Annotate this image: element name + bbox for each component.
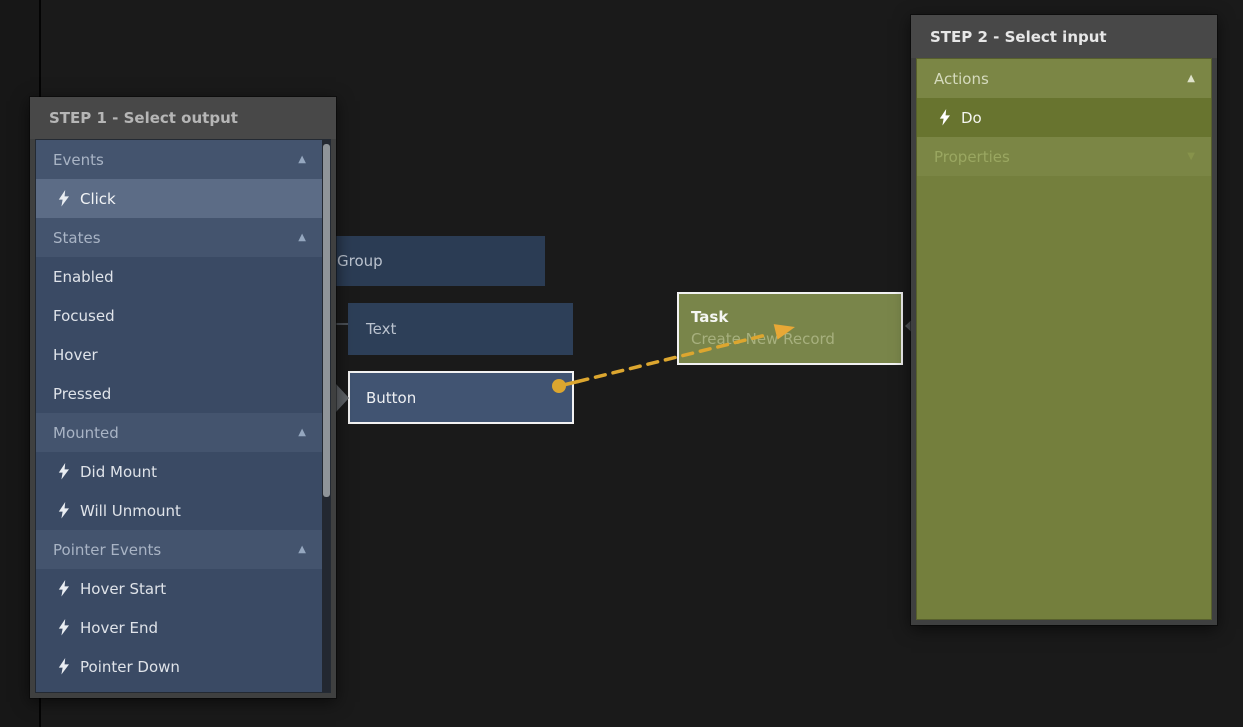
step1-row-label: Click	[80, 189, 116, 208]
chevron-up-icon: ▲	[298, 231, 306, 243]
step2-row-label: Actions	[934, 69, 989, 88]
step1-item-did-mount[interactable]: Did Mount	[36, 452, 322, 491]
step1-row-label: Did Mount	[80, 462, 158, 481]
step2-section-properties[interactable]: Properties ▼	[917, 137, 1211, 176]
tree-connector-dash	[333, 323, 348, 325]
node-task[interactable]: Task Create New Record	[677, 292, 903, 365]
step1-row-label: Hover	[53, 345, 98, 364]
step2-section-actions[interactable]: Actions ▲	[917, 59, 1211, 98]
node-text[interactable]: Text	[348, 303, 573, 355]
lightning-bolt-icon	[939, 109, 950, 126]
step2-panel-title: STEP 2 - Select input	[911, 15, 1217, 58]
chevron-up-icon: ▲	[1187, 72, 1195, 84]
step1-panel-title: STEP 1 - Select output	[30, 97, 336, 139]
node-task-subtitle: Create New Record	[691, 329, 835, 348]
step2-item-do[interactable]: Do	[917, 98, 1211, 137]
node-button-label: Button	[366, 388, 417, 407]
step1-item-hover-start[interactable]: Hover Start	[36, 569, 322, 608]
lightning-bolt-icon	[58, 502, 69, 519]
chevron-up-icon: ▲	[298, 426, 306, 438]
step1-item-pressed[interactable]: Pressed	[36, 374, 322, 413]
step1-item-click[interactable]: Click	[36, 179, 322, 218]
step1-row-label: Focused	[53, 306, 115, 325]
panel-pointer-to-button-icon	[336, 384, 349, 412]
chevron-down-icon: ▼	[1187, 150, 1195, 162]
step1-row-label: Pointer Events	[53, 540, 162, 559]
lightning-bolt-icon	[58, 190, 69, 207]
step1-row-label: Pressed	[53, 384, 112, 403]
step1-row-label: Hover End	[80, 618, 159, 637]
step1-section-pointer-events[interactable]: Pointer Events ▲	[36, 530, 322, 569]
node-button[interactable]: Button	[348, 371, 574, 424]
lightning-bolt-icon	[58, 463, 69, 480]
step1-row-label: Hover Start	[80, 579, 167, 598]
step1-section-states[interactable]: States ▲	[36, 218, 322, 257]
step1-item-pointer-down[interactable]: Pointer Down	[36, 647, 322, 686]
node-text-label: Text	[366, 320, 397, 338]
chevron-up-icon: ▲	[298, 153, 306, 165]
step1-item-will-unmount[interactable]: Will Unmount	[36, 491, 322, 530]
step1-section-events[interactable]: Events ▲	[36, 140, 322, 179]
step1-item-focused[interactable]: Focused	[36, 296, 322, 335]
step1-section-mounted[interactable]: Mounted ▲	[36, 413, 322, 452]
lightning-bolt-icon	[58, 580, 69, 597]
lightning-bolt-icon	[58, 658, 69, 675]
step1-row-label: Enabled	[53, 267, 114, 286]
step1-item-hover[interactable]: Hover	[36, 335, 322, 374]
step1-row-label: Will Unmount	[80, 501, 181, 520]
step1-scrollbar-thumb[interactable]	[322, 144, 330, 497]
step1-row-label: Pointer Down	[80, 657, 180, 676]
step2-row-label: Do	[961, 108, 982, 127]
chevron-up-icon: ▲	[298, 543, 306, 555]
node-group-label: Group	[337, 252, 383, 270]
step2-row-label: Properties	[934, 147, 1010, 166]
node-task-title: Task	[691, 307, 729, 326]
lightning-bolt-icon	[58, 619, 69, 636]
step1-scrollbar-track[interactable]	[322, 140, 330, 692]
node-group[interactable]: Group	[320, 236, 545, 286]
step1-item-hover-end[interactable]: Hover End	[36, 608, 322, 647]
step1-row-label: Events	[53, 150, 104, 169]
step1-item-enabled[interactable]: Enabled	[36, 257, 322, 296]
step1-row-label: Mounted	[53, 423, 119, 442]
step1-row-label: States	[53, 228, 101, 247]
